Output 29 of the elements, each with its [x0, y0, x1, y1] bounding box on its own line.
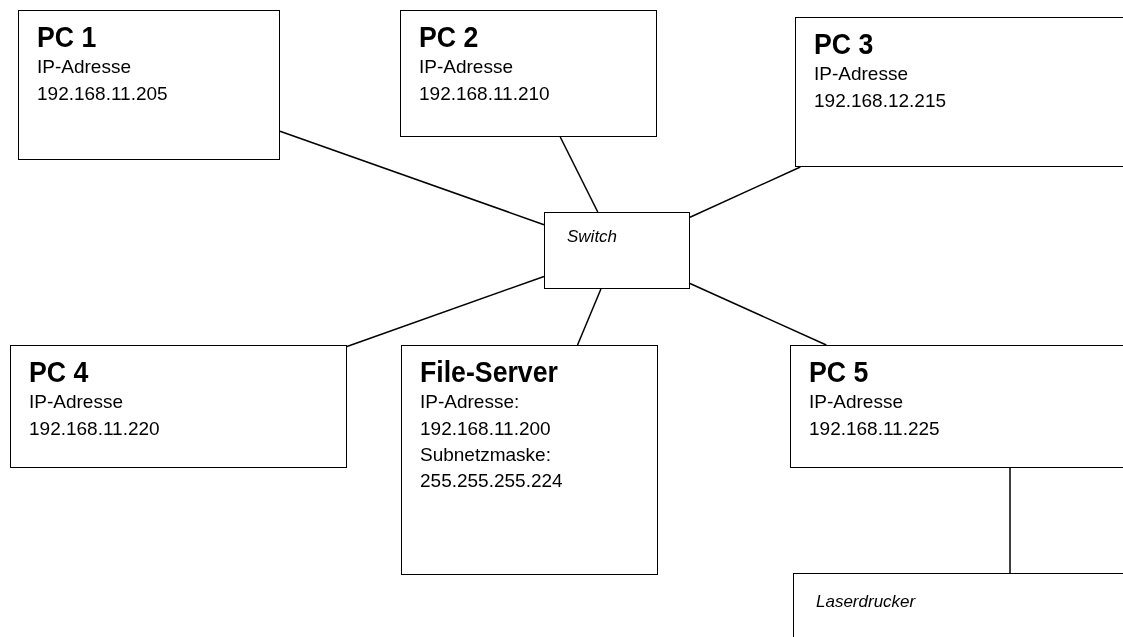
connector-line: [689, 166, 802, 218]
connector-line: [559, 136, 599, 213]
address-text: IP-Adresse: 192.168.11.200: [420, 390, 552, 441]
address-text: IP-Adresse 192.168.12.215: [814, 62, 948, 113]
device-name: PC 3: [814, 28, 875, 62]
address-text: IP-Adresse 192.168.11.205: [37, 55, 169, 106]
connector-line: [346, 275, 545, 348]
device-name: PC 1: [37, 21, 98, 55]
computer-box: [795, 17, 1123, 167]
address-text: IP-Adresse 192.168.11.210: [419, 55, 551, 106]
computer-box: [401, 345, 658, 575]
connector-line: [1009, 467, 1011, 574]
device-name: PC 5: [809, 356, 870, 390]
connector-line: [689, 282, 828, 346]
switch-box: [544, 212, 690, 289]
device-name: PC 4: [29, 356, 90, 390]
computer-box: [18, 10, 280, 160]
device-name: File-Server: [420, 356, 559, 390]
computer-box: [10, 345, 347, 468]
device-name: Switch: [567, 227, 619, 247]
address-text: IP-Adresse 192.168.11.220: [29, 390, 161, 441]
device-name: PC 2: [419, 21, 480, 55]
connector-line: [279, 130, 545, 226]
address-text: Subnetzmaske: 255.255.255.224: [420, 442, 564, 493]
address-text: IP-Adresse 192.168.11.225: [809, 390, 941, 441]
device-name: Laserdrucker: [816, 592, 917, 612]
computer-box: [400, 10, 657, 137]
computer-box: [790, 345, 1123, 468]
connector-line: [576, 288, 602, 346]
